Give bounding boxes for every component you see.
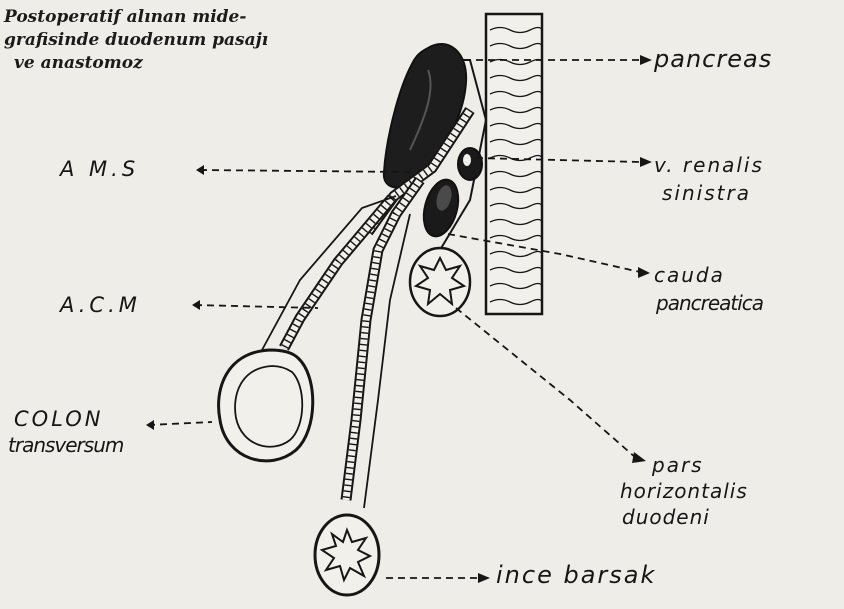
label-pancreas: pancreas [654,46,772,72]
v-renalis-shape [458,148,482,180]
jejunal-vessel [346,180,420,500]
label-pars-3: duodeni [622,504,710,530]
caption-line-2: grafisinde duodenum pasajı [4,29,324,52]
label-cauda-1: cauda [654,262,725,288]
leader-pars [456,308,636,458]
label-ams: A M.S [60,156,139,182]
label-v-renalis-1: v. renalis [654,152,764,178]
leader-cauda [448,234,640,272]
caption-line-3: ve anastomoz [4,52,324,75]
duodenum-shape [410,248,470,316]
label-pars-1: pars [652,452,704,478]
leader-acm [195,305,318,308]
caption-line-1: Postoperatif alınan mide- [4,6,324,29]
label-pars-2: horizontalis [620,478,748,504]
leader-ams [200,170,410,172]
label-colon-1: COLON [14,406,103,432]
label-cauda-2: pancreatica [656,290,763,316]
aorta-cross-shape [418,176,464,240]
colon-transversum-shape [219,350,313,461]
label-acm: A.C.M [60,292,141,318]
ince-barsak-shape [315,515,379,595]
label-ince-barsak: ince barsak [496,562,656,588]
vertebral-column [486,14,542,314]
figure-caption: Postoperatif alınan mide- grafisinde duo… [4,6,324,75]
leader-colon [148,422,212,425]
label-colon-2: transversum [8,432,123,458]
label-v-renalis-2: sinistra [662,180,751,206]
